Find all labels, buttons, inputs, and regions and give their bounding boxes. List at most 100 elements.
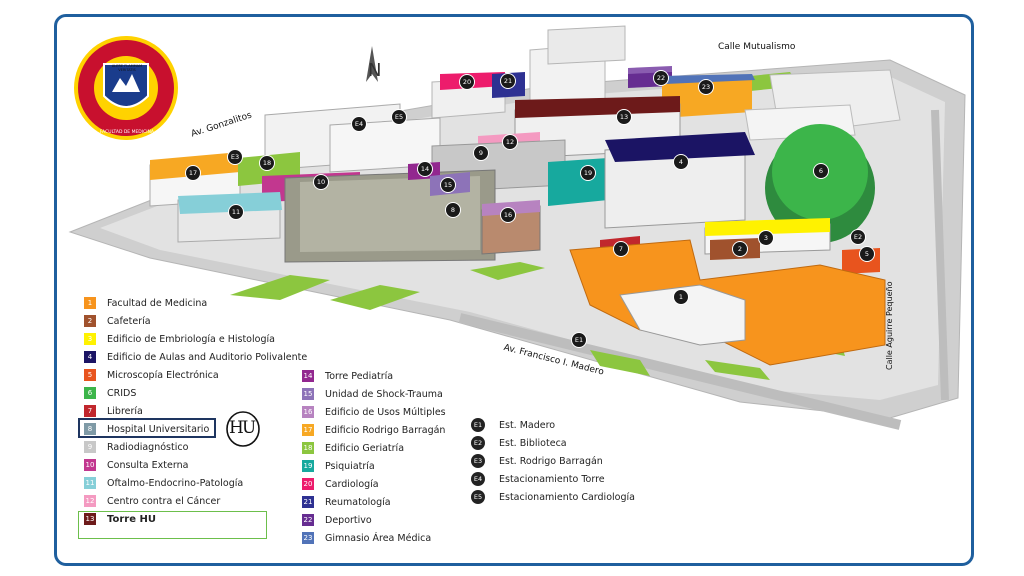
building-number-badge: 16	[302, 406, 314, 418]
logo-bottom-text: FACULTAD DE MEDICINA	[99, 130, 155, 135]
legend-label: Hospital Universitario	[107, 423, 210, 435]
legend-label: Edificio de Embriología e Histología	[107, 333, 275, 345]
building-number-badge: 7	[84, 405, 96, 417]
building-number-badge: 15	[302, 388, 314, 400]
building-number-badge: 22	[302, 514, 314, 526]
map-marker: 11	[228, 204, 244, 220]
map-marker: 6	[813, 163, 829, 179]
legend-label: Oftalmo-Endocrino-Patología	[107, 477, 244, 489]
map-marker: 21	[500, 73, 516, 89]
legend-label: Psiquiatría	[325, 460, 375, 472]
legend-label: Microscopía Electrónica	[107, 369, 219, 381]
legend-item: 1 Facultad de Medicina	[84, 294, 307, 312]
map-marker: 14	[417, 161, 433, 177]
legend-label: Cafetería	[107, 315, 151, 327]
legend-item: E3 Est. Rodrigo Barragán	[471, 452, 635, 470]
building-4	[604, 132, 755, 229]
map-marker: E5	[391, 109, 407, 125]
map-marker: 8	[445, 202, 461, 218]
legend-label: Reumatología	[325, 496, 391, 508]
legend-label: Estacionamiento Torre	[499, 473, 605, 485]
building-number-badge: 9	[84, 441, 96, 453]
legend-label: Edificio de Usos Múltiples	[325, 406, 446, 418]
hospital-highlight-box	[78, 418, 216, 438]
legend-item: E1 Est. Madero	[471, 416, 635, 434]
north-arrow-icon	[366, 46, 378, 82]
building-number-badge: 11	[84, 477, 96, 489]
legend-label: Facultad de Medicina	[107, 297, 208, 309]
legend-label: Unidad de Shock-Trauma	[325, 388, 443, 400]
legend-label: Torre HU	[107, 513, 156, 525]
legend-label: Edificio Geriatría	[325, 442, 405, 454]
building-number-badge: 10	[84, 459, 96, 471]
legend-label: Edificio de Aulas and Auditorio Polivale…	[107, 351, 308, 363]
map-marker: 7	[613, 241, 629, 257]
building-number-badge: 20	[302, 478, 314, 490]
building-number-badge: 8	[84, 423, 96, 435]
north-arrow: N	[362, 44, 384, 84]
parking-badge: E3	[471, 454, 485, 468]
map-marker: 18	[259, 155, 275, 171]
building-number-badge: 2	[84, 315, 96, 327]
hu-emblem-icon	[226, 411, 260, 447]
legend-item: 4 Edificio de Aulas and Auditorio Polival…	[84, 348, 307, 366]
legend-label: Centro contra el Cáncer	[107, 495, 221, 507]
logo-motto: ALERE FLAMMAM VERITATIS	[111, 64, 143, 72]
building-number-badge: 13	[84, 513, 96, 525]
legend-item: E2 Est. Biblioteca	[471, 434, 635, 452]
map-marker: E3	[227, 149, 243, 165]
grass-patch	[590, 350, 650, 376]
building-1	[569, 239, 886, 366]
legend-label: Edificio Rodrigo Barragán	[325, 424, 446, 436]
legend-label: CRIDS	[107, 387, 137, 399]
building-number-badge: 19	[302, 460, 314, 472]
legend-item: 8 Hospital Universitario	[84, 420, 307, 438]
building-number-badge: 1	[84, 297, 96, 309]
legend-label: Estacionamiento Cardiología	[499, 491, 635, 503]
legend-label: Est. Rodrigo Barragán	[499, 455, 603, 467]
parking-badge: E2	[471, 436, 485, 450]
legend-label: Radiodiagnóstico	[107, 441, 189, 453]
building-number-badge: 5	[84, 369, 96, 381]
legend-label: Est. Biblioteca	[499, 437, 567, 449]
road-aguirre	[931, 109, 949, 401]
legend-label: Est. Madero	[499, 419, 556, 431]
legend-label: Deportivo	[325, 514, 372, 526]
map-marker: 19	[580, 165, 596, 181]
map-marker: 2	[732, 241, 748, 257]
torre-hu-highlight-box	[78, 511, 267, 539]
grass-patch	[230, 275, 330, 300]
legend-item: 18 Edificio Geriatría	[302, 439, 446, 457]
grass-patch	[470, 262, 545, 280]
building-number-badge: 18	[302, 442, 314, 454]
parking-badge: E1	[471, 418, 485, 432]
building-19	[548, 158, 608, 206]
map-marker: 20	[459, 74, 475, 90]
legend-item: 15 Unidad de Shock-Trauma	[302, 385, 446, 403]
legend-item: 7 Librería	[84, 402, 307, 420]
legend-item: 9 Radiodiagnóstico	[84, 438, 307, 456]
legend-label: Torre Pediatría	[325, 370, 394, 382]
legend-label: Librería	[107, 405, 143, 417]
building-number-badge: 21	[302, 496, 314, 508]
map-marker: 17	[185, 165, 201, 181]
map-marker: E1	[571, 332, 587, 348]
map-marker: E2	[850, 229, 866, 245]
unal-logo	[72, 34, 180, 142]
building-number-badge: 4	[84, 351, 96, 363]
grass-patch	[330, 285, 420, 310]
road-madero	[458, 313, 902, 430]
building-11	[177, 192, 282, 243]
north-label: N	[368, 60, 382, 81]
